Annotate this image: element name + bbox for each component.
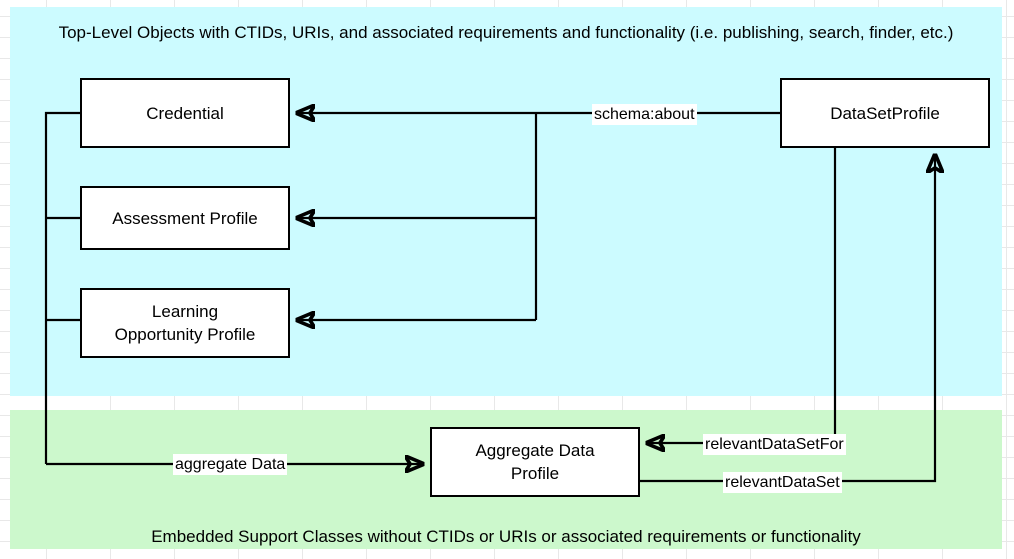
edge-relevant-dataset-for	[647, 148, 837, 443]
edge-label-aggregate-data: aggregate Data	[173, 454, 288, 475]
edge-label-schema-about: schema:about	[592, 104, 697, 125]
band-top-caption: Top-Level Objects with CTIDs, URIs, and …	[58, 23, 954, 42]
band-bottom-caption: Embedded Support Classes without CTIDs o…	[151, 527, 861, 546]
node-credential[interactable]: Credential	[80, 78, 290, 148]
edge-label-relevant-dataset: relevantDataSet	[723, 472, 842, 493]
edge-label-relevant-dataset-for: relevantDataSetFor	[703, 434, 846, 455]
edge-left-spine	[44, 111, 80, 464]
node-assessment-profile[interactable]: Assessment Profile	[80, 186, 290, 250]
node-dataset-profile[interactable]: DataSetProfile	[780, 78, 990, 148]
edge-relevant-dataset	[640, 155, 935, 483]
